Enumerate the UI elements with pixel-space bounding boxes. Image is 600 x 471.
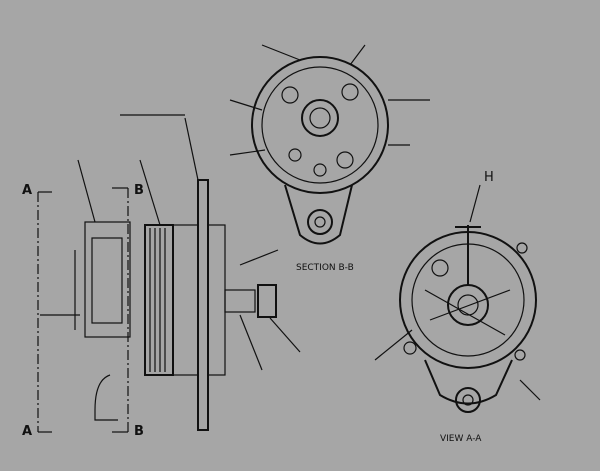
alternator-front-view <box>374 184 541 413</box>
section-marker-a-top: A <box>22 183 33 198</box>
section-label: SECTION B-B <box>296 263 354 273</box>
alternator-rear-view <box>229 44 430 245</box>
section-line-a <box>37 191 52 433</box>
alternator-side-view <box>40 114 301 431</box>
callout-h: H <box>484 170 494 185</box>
section-line-b <box>112 187 129 433</box>
section-marker-a-bottom: A <box>22 424 33 439</box>
section-marker-b-bottom: B <box>134 424 144 439</box>
view-label: VIEW A-A <box>440 434 482 444</box>
section-marker-b-top: B <box>134 183 144 198</box>
